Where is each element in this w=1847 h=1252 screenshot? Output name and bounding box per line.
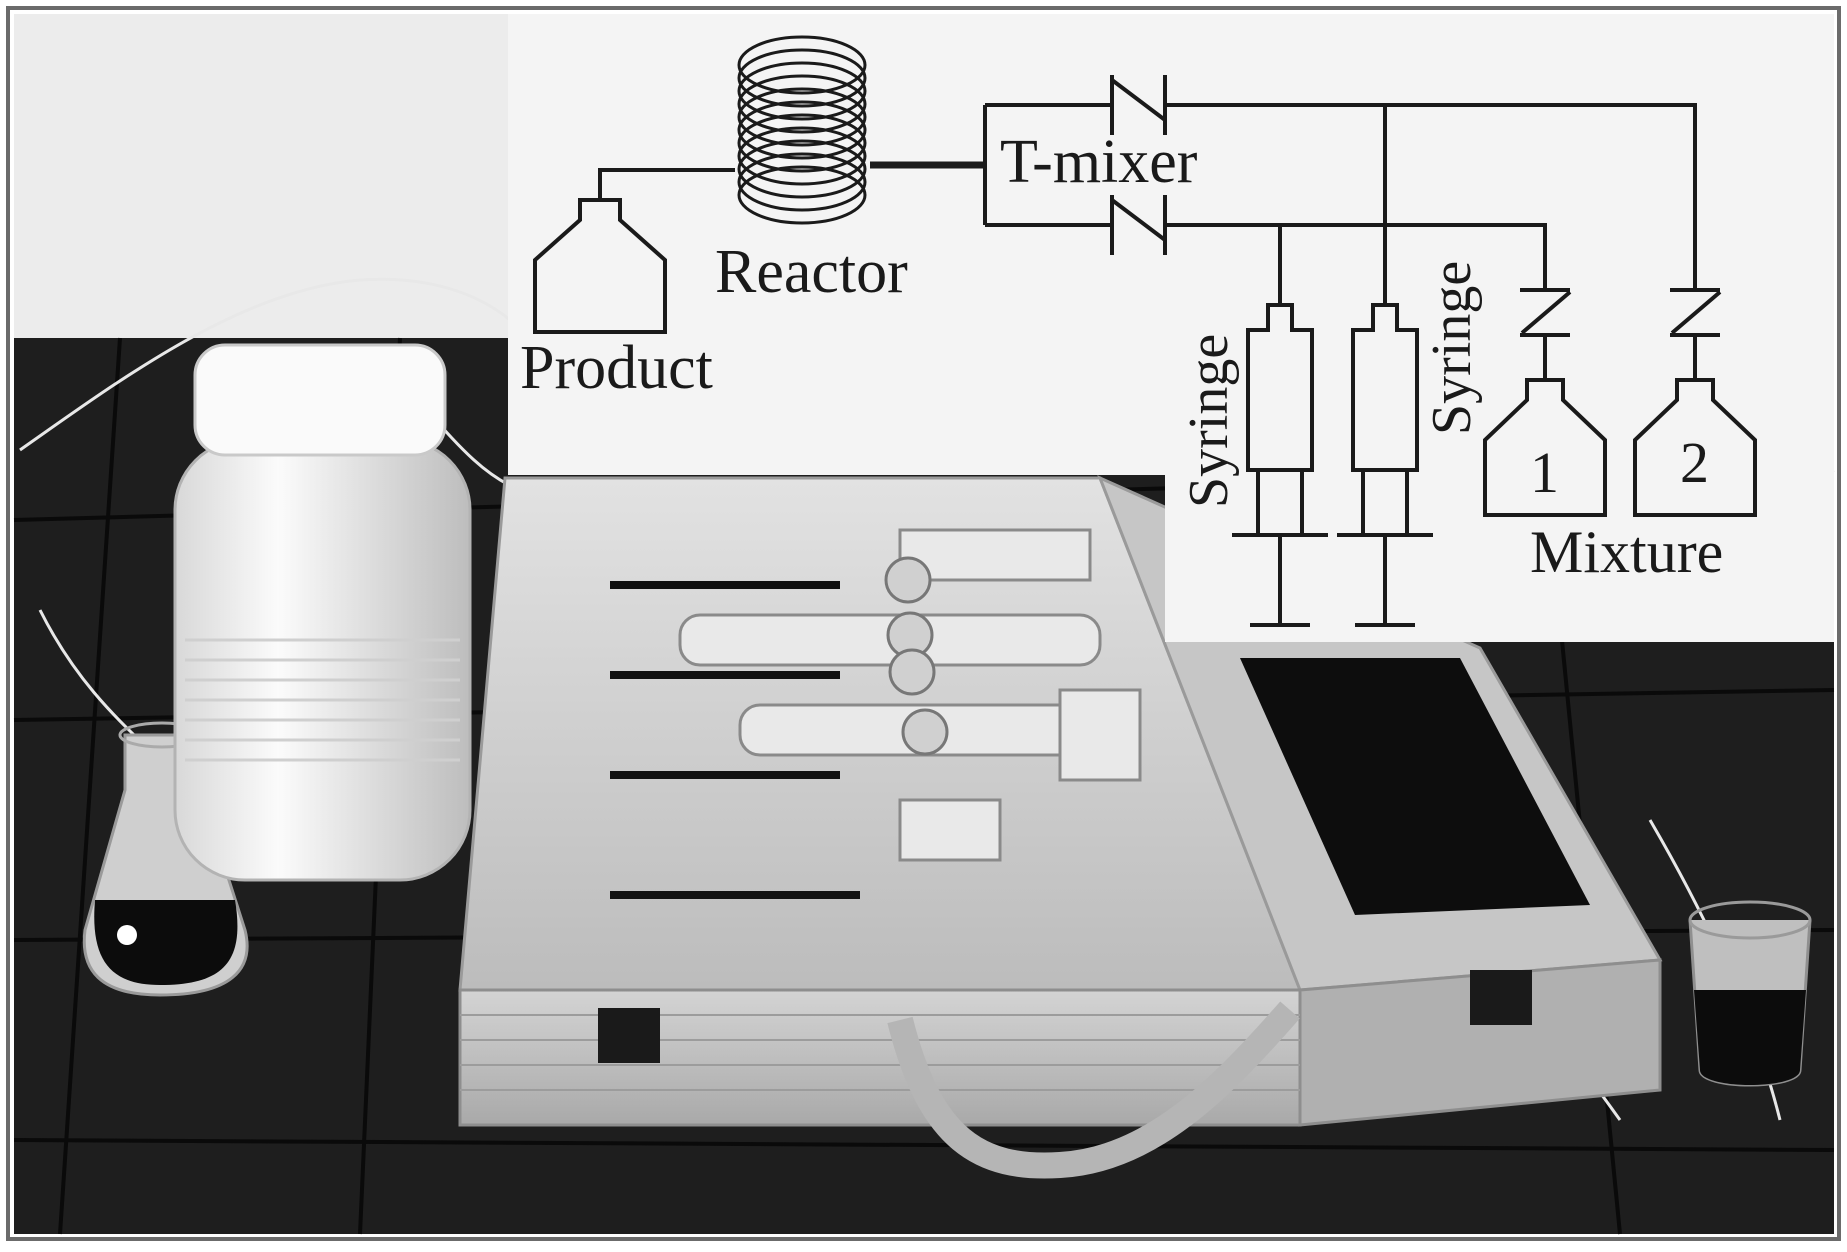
label-product: Product xyxy=(520,334,713,402)
jar-icon xyxy=(173,343,472,882)
figure-border xyxy=(6,6,1841,1241)
schematic: Product Reactor T-mixer Syringe Syringe … xyxy=(508,14,1834,642)
bottle-icon xyxy=(1483,378,1607,517)
label-bottle-1: 1 xyxy=(1530,440,1559,505)
syringe-icon xyxy=(1232,303,1328,627)
label-reactor: Reactor xyxy=(715,238,908,306)
coil-icon xyxy=(737,35,867,225)
syringe-icon xyxy=(1337,303,1433,627)
label-syringe-right: Syringe xyxy=(1421,261,1483,435)
label-mixture: Mixture xyxy=(1530,519,1723,585)
bottle-icon xyxy=(533,198,667,334)
bottle-icon xyxy=(1633,378,1757,517)
beaker-icon xyxy=(1688,900,1812,1087)
check-valve-icon xyxy=(1110,75,1722,337)
flask-icon xyxy=(82,721,249,997)
schematic-lines xyxy=(598,103,1697,380)
label-bottle-2: 2 xyxy=(1680,430,1709,495)
label-t-mixer: T-mixer xyxy=(1000,128,1198,196)
label-syringe-left: Syringe xyxy=(1178,334,1240,508)
